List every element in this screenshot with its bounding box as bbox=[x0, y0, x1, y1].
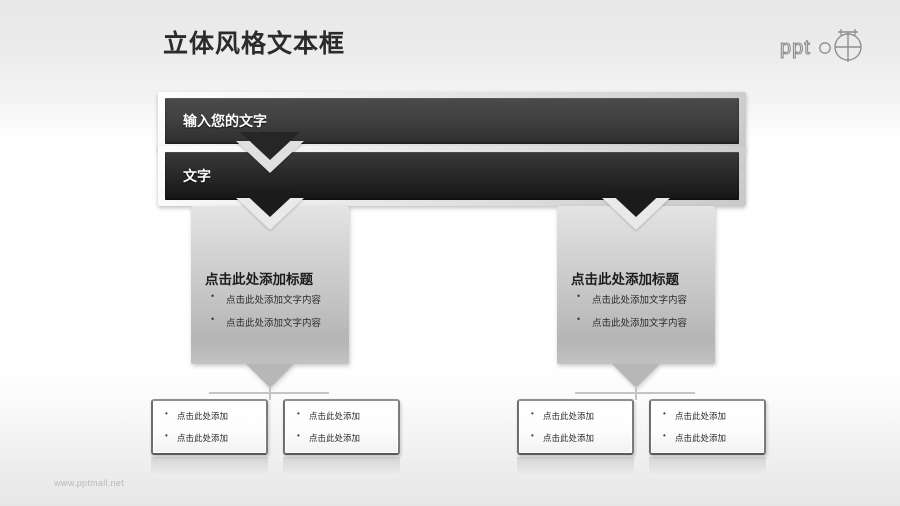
leaf-box-3-reflection bbox=[517, 457, 634, 475]
connector-stem-horizontal bbox=[209, 392, 329, 394]
page-title: 立体风格文本框 bbox=[163, 30, 346, 58]
svg-text:ppt: ppt bbox=[780, 37, 811, 59]
panel-bullet-list: 点击此处添加文字内容 点击此处添加文字内容 bbox=[211, 291, 321, 338]
list-item: 点击此处添加文字内容 bbox=[577, 314, 687, 329]
leaf-bullet-list: 点击此处添加 点击此处添加 bbox=[163, 409, 266, 444]
list-item: 点击此处添加文字内容 bbox=[577, 291, 687, 306]
list-item: 点击此处添加 bbox=[529, 409, 632, 422]
leaf-bullet-list: 点击此处添加 点击此处添加 bbox=[295, 409, 398, 444]
list-item: 点击此处添加文字内容 bbox=[211, 314, 321, 329]
list-item: 点击此处添加 bbox=[163, 409, 266, 422]
list-item: 点击此处添加文字内容 bbox=[211, 291, 321, 306]
list-item: 点击此处添加 bbox=[295, 409, 398, 422]
list-item: 点击此处添加 bbox=[661, 431, 764, 444]
panel-title: 点击此处添加标题 bbox=[571, 272, 679, 287]
list-item: 点击此处添加 bbox=[661, 409, 764, 422]
leaf-box-4[interactable]: 点击此处添加 点击此处添加 bbox=[649, 399, 766, 455]
panel-title: 点击此处添加标题 bbox=[205, 272, 313, 287]
panel-bullet-list: 点击此处添加文字内容 点击此处添加文字内容 bbox=[577, 291, 687, 338]
list-item: 点击此处添加 bbox=[163, 431, 266, 444]
connector-stem-horizontal bbox=[575, 392, 695, 394]
panel-pointer-triangle bbox=[246, 364, 294, 388]
chevron-down-icon-middle-face bbox=[240, 132, 300, 160]
leaf-box-4-reflection bbox=[649, 457, 766, 475]
bar-label: 输入您的文字 bbox=[183, 113, 267, 129]
leaf-box-1[interactable]: 点击此处添加 点击此处添加 bbox=[151, 399, 268, 455]
bar-label: 文字 bbox=[183, 168, 211, 184]
site-watermark: www.pptmall.net bbox=[54, 478, 125, 488]
leaf-bullet-list: 点击此处添加 点击此处添加 bbox=[529, 409, 632, 444]
panel-pointer-triangle bbox=[612, 364, 660, 388]
pptmall-circle-logo-icon: ppt bbox=[779, 29, 862, 62]
leaf-box-3[interactable]: 点击此处添加 点击此处添加 bbox=[517, 399, 634, 455]
pptmall-logo: ppt bbox=[779, 26, 875, 68]
leaf-box-2-reflection bbox=[283, 457, 400, 475]
content-panel-right[interactable]: 点击此处添加标题 点击此处添加文字内容 点击此处添加文字内容 bbox=[557, 206, 715, 388]
leaf-bullet-list: 点击此处添加 点击此处添加 bbox=[661, 409, 764, 444]
leaf-box-1-reflection bbox=[151, 457, 268, 475]
chevron-down-icon-left-face bbox=[240, 189, 300, 217]
leaf-box-2[interactable]: 点击此处添加 点击此处添加 bbox=[283, 399, 400, 455]
list-item: 点击此处添加 bbox=[529, 431, 632, 444]
list-item: 点击此处添加 bbox=[295, 431, 398, 444]
content-panel-left[interactable]: 点击此处添加标题 点击此处添加文字内容 点击此处添加文字内容 bbox=[191, 206, 349, 388]
chevron-down-icon-right-face bbox=[606, 189, 666, 217]
